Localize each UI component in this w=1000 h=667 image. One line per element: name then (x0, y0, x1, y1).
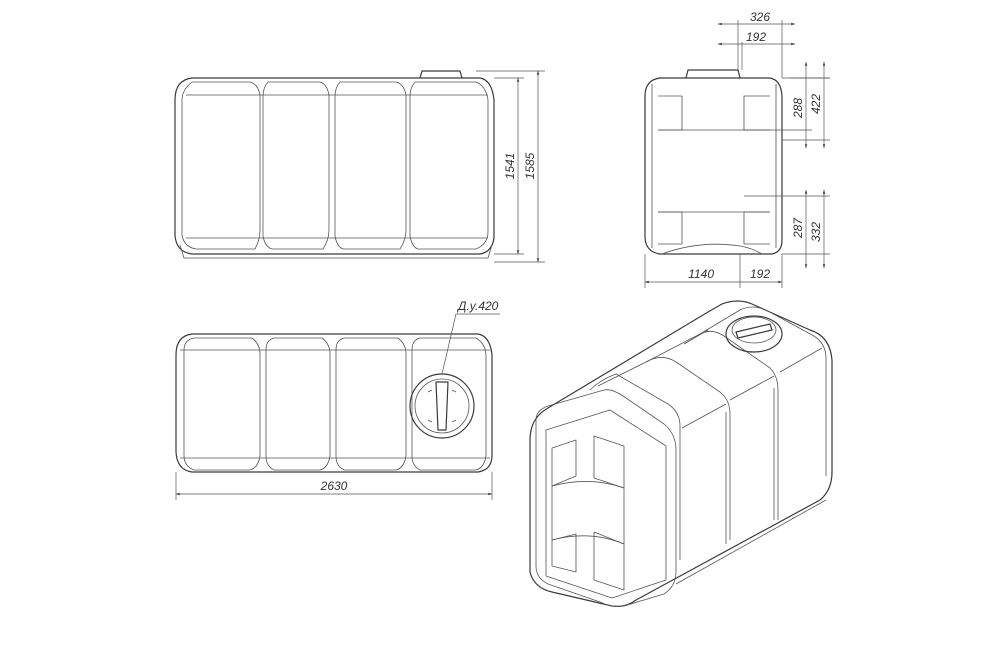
top-view-segments (181, 81, 489, 250)
front-view: Д.у.420 2630 (175, 299, 500, 500)
dim-side-lower-a: 287 (791, 217, 805, 239)
dim-side-bottom-offset: 192 (750, 267, 770, 281)
front-view-segments (180, 337, 490, 471)
dim-top-width-a: 326 (750, 10, 770, 24)
dim-side-lower-b: 332 (809, 222, 823, 242)
front-view-dimensions: 2630 (175, 472, 493, 500)
dim-side-upper-a: 288 (791, 98, 805, 119)
top-view: 1541 1585 (174, 70, 545, 263)
dim-height-inner: 1541 (503, 153, 517, 180)
top-hatch-icon (419, 70, 463, 79)
side-view-dimensions: 326 192 288 422 287 332 1140 192 (644, 10, 830, 288)
side-hatch-icon (685, 69, 741, 79)
dim-top-width-b: 192 (746, 30, 766, 44)
hatch-label: Д.у.420 (456, 299, 499, 313)
dim-side-upper-b: 422 (809, 94, 823, 114)
side-view: 326 192 288 422 287 332 1140 192 (644, 10, 830, 288)
dim-length: 2630 (320, 479, 348, 493)
hatch-lid-icon (409, 373, 475, 439)
isometric-hatch-icon (725, 315, 783, 353)
dim-side-width: 1140 (688, 267, 714, 281)
top-view-dimensions: 1541 1585 (476, 70, 545, 263)
isometric-view (529, 300, 833, 607)
dim-height-outer: 1585 (523, 152, 537, 179)
